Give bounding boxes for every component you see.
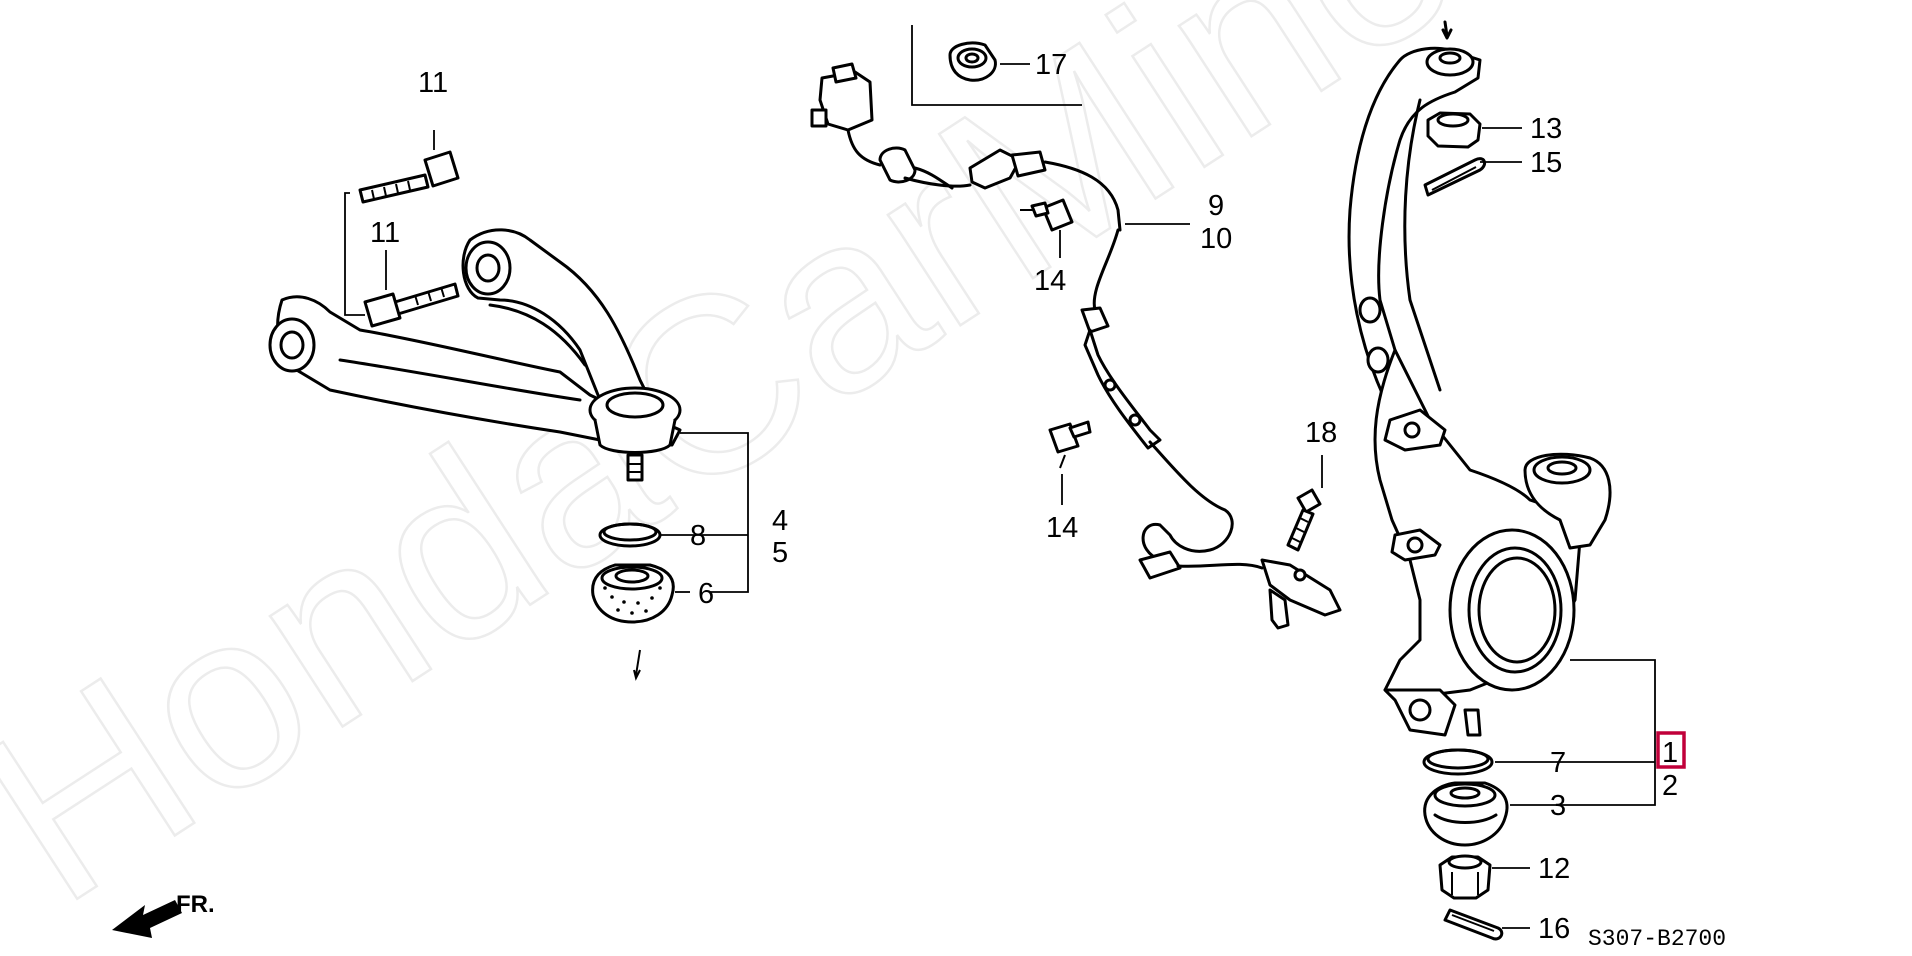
nut-13[interactable] — [1426, 111, 1482, 149]
callout-3: 3 — [1550, 790, 1566, 822]
callout-4: 4 — [772, 505, 788, 537]
callout-13: 13 — [1530, 113, 1562, 145]
callout-11-lower: 11 — [370, 217, 400, 249]
bolt-14-upper[interactable] — [1020, 198, 1074, 232]
callout-9: 9 — [1208, 190, 1224, 222]
abs-sensor-harness[interactable] — [810, 62, 1342, 630]
cotter-pin-15[interactable] — [1423, 157, 1487, 197]
callout-5: 5 — [772, 537, 788, 569]
leaders-right — [1480, 127, 1656, 929]
leaders-left — [344, 130, 749, 593]
cotter-pin-16[interactable] — [1443, 908, 1504, 941]
callout-18: 18 — [1305, 417, 1337, 449]
bolt-11-lower[interactable] — [363, 282, 460, 328]
leaders-middle — [1000, 63, 1323, 505]
clip-ring-8[interactable] — [598, 522, 662, 548]
clip-ring-7[interactable] — [1422, 748, 1494, 776]
callout-10: 10 — [1200, 223, 1232, 255]
bolt-14-lower[interactable] — [1048, 420, 1092, 469]
upper-control-arm[interactable] — [268, 228, 682, 482]
callout-7: 7 — [1550, 747, 1566, 779]
bolt-18[interactable] — [1286, 488, 1322, 552]
bushing-17-box — [911, 25, 1082, 106]
bolt-11-top[interactable] — [358, 150, 460, 204]
callout-14-upper: 14 — [1034, 265, 1066, 297]
callout-8: 8 — [690, 520, 706, 552]
bushing-17[interactable] — [948, 41, 997, 82]
callout-17: 17 — [1035, 49, 1067, 81]
callout-16: 16 — [1538, 913, 1570, 945]
castle-nut-12[interactable] — [1438, 854, 1492, 900]
highlight-box-1 — [1656, 731, 1686, 769]
boot-6[interactable] — [591, 563, 675, 624]
callout-1: 1 — [1662, 737, 1678, 769]
boot-3[interactable] — [1423, 781, 1509, 847]
callout-14-lower: 14 — [1046, 512, 1078, 544]
steering-knuckle[interactable] — [1347, 20, 1612, 737]
front-label: FR. — [176, 891, 215, 918]
callout-2: 2 — [1662, 770, 1678, 802]
callout-6: 6 — [698, 578, 714, 610]
upper-arm-group — [268, 150, 682, 681]
front-direction-arrow: FR. — [112, 891, 215, 938]
callouts: 11 11 4 5 8 6 17 9 10 14 14 18 13 15 7 3… — [370, 49, 1686, 945]
callout-11-top: 11 — [418, 67, 448, 99]
callout-12: 12 — [1538, 853, 1570, 885]
diagram-code: S307-B2700 — [1588, 926, 1726, 952]
callout-15: 15 — [1530, 147, 1562, 179]
